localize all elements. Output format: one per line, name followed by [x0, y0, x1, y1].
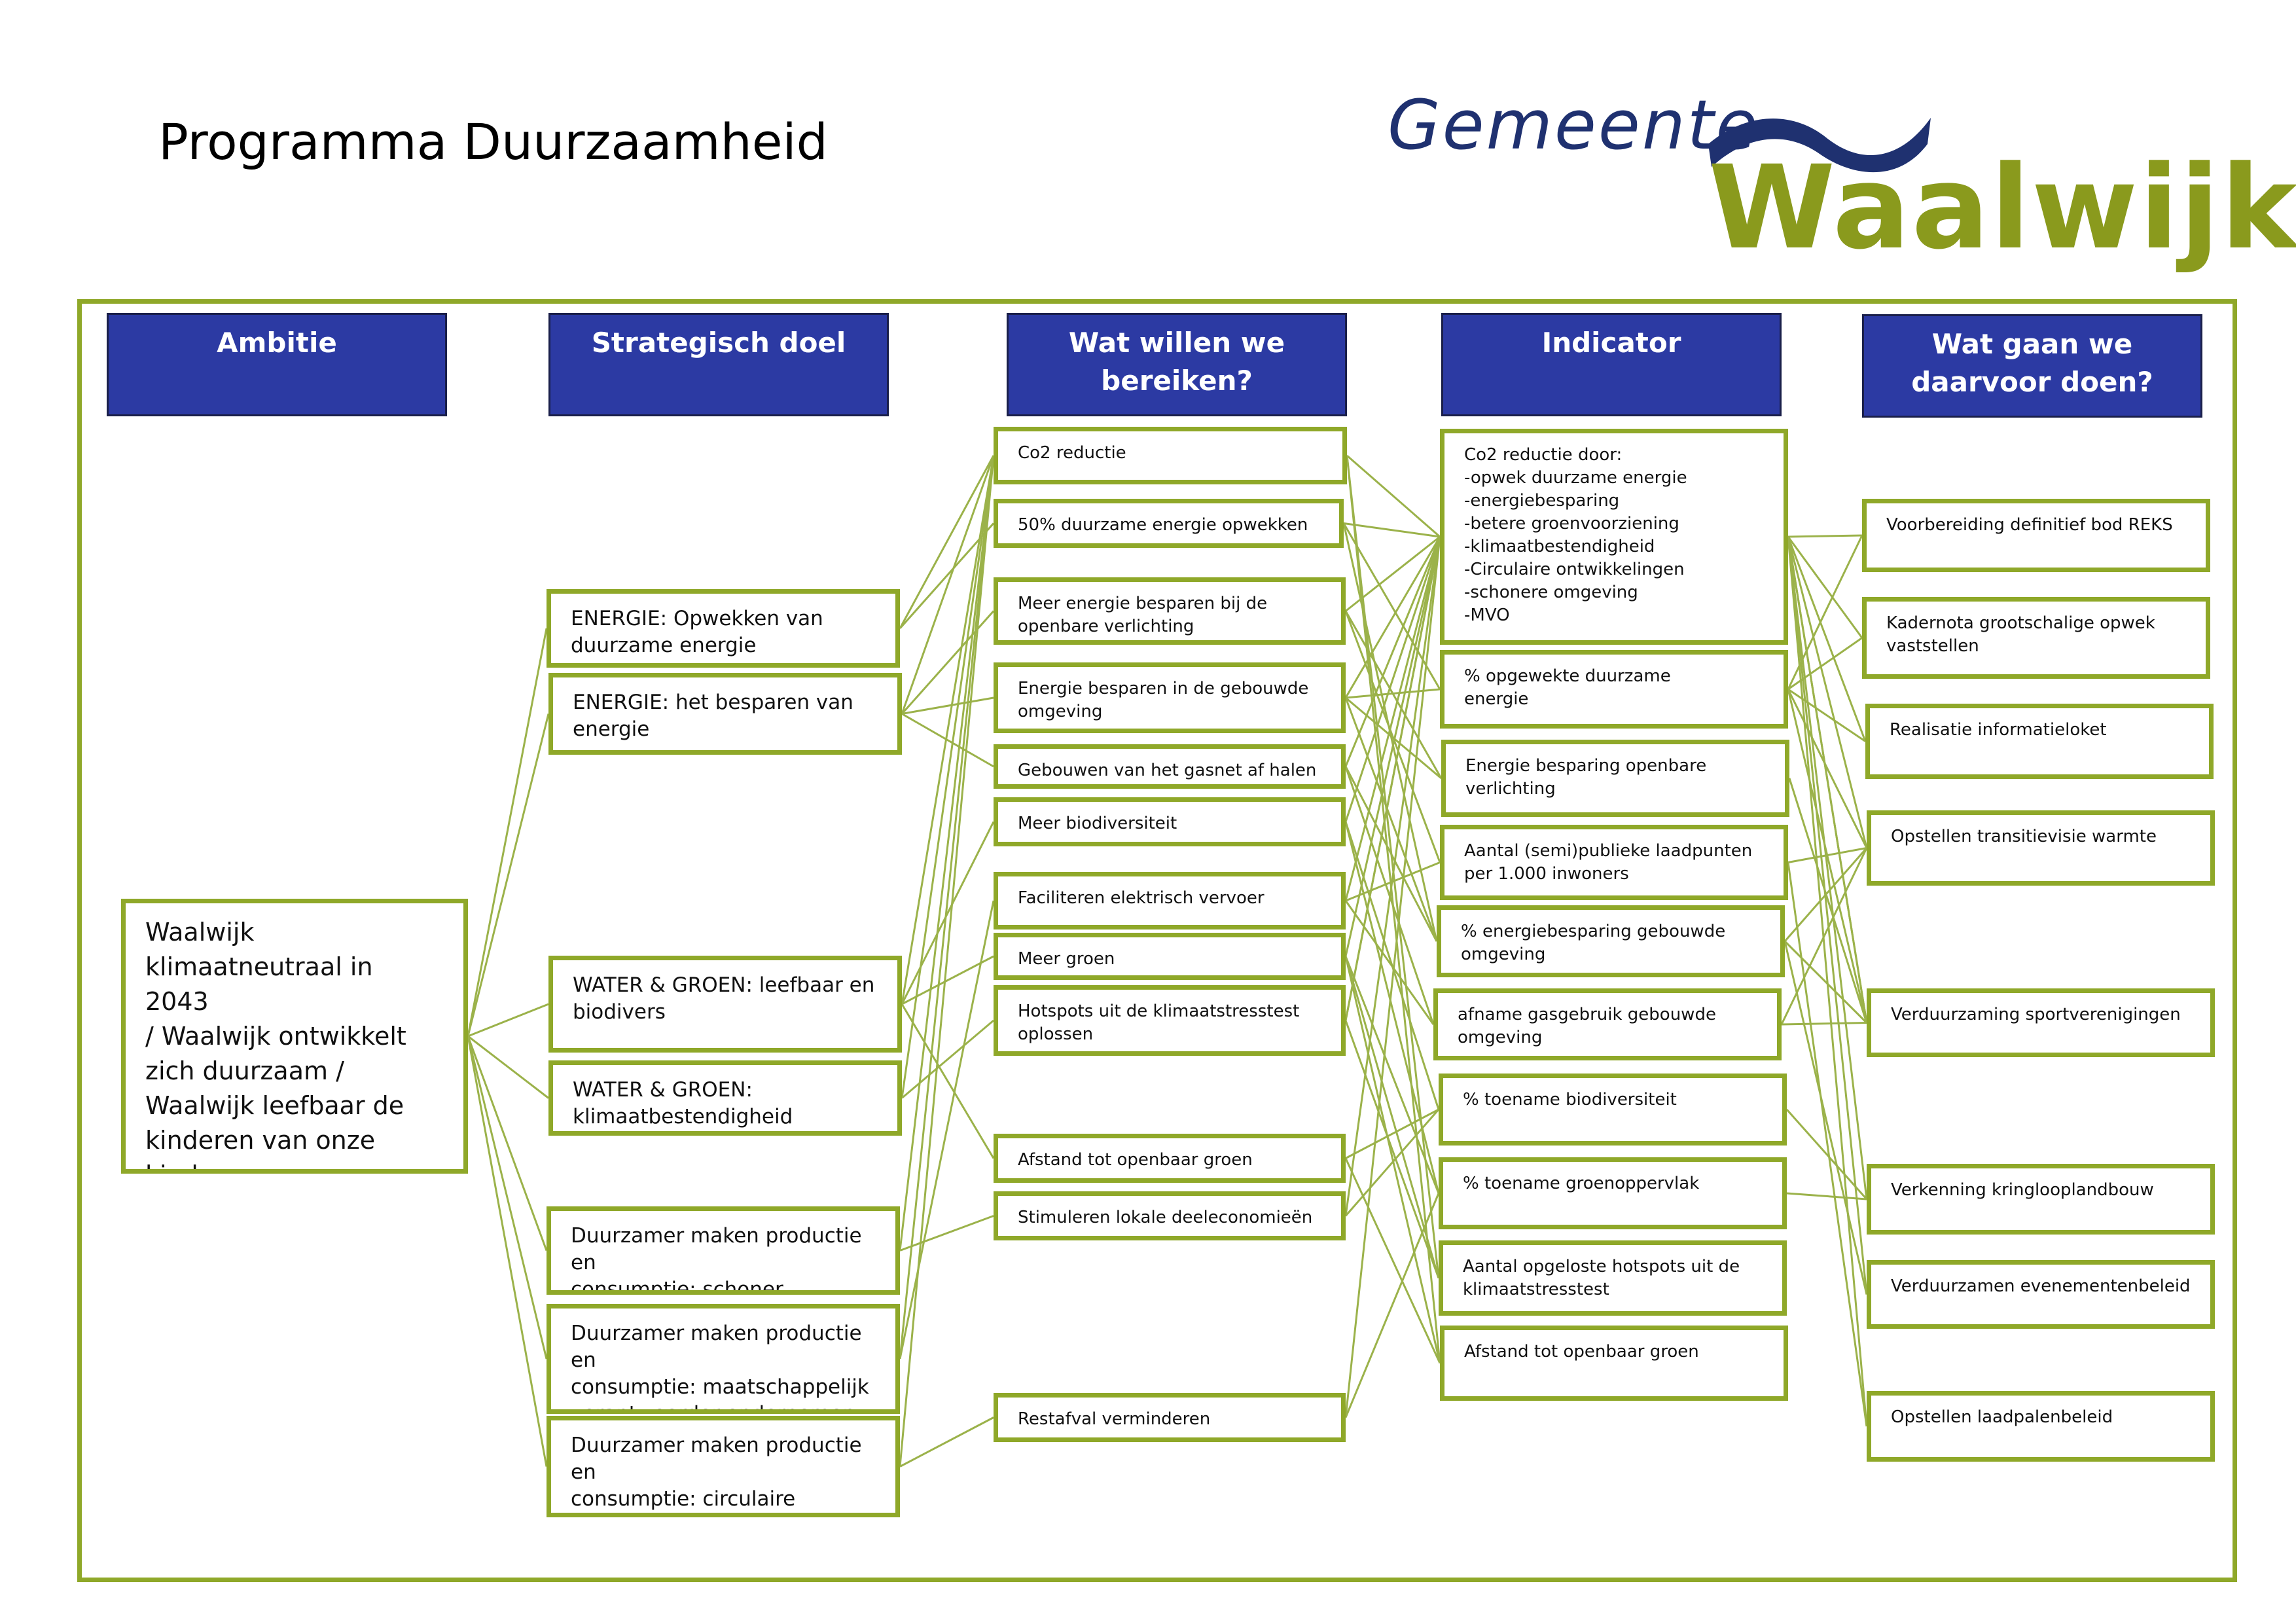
- indicatoren-box-toename-groenoppervlak: % toename groenoppervlak: [1439, 1157, 1787, 1229]
- header-strategisch-doel: Strategisch doel: [548, 313, 889, 416]
- indicatoren-box-energiebesparing-gebouwde-omgeving: % energiebesparing gebouwde omgeving: [1437, 905, 1785, 977]
- indicatoren-box-aantal-semi-publieke-laadpunten-per-1-00: Aantal (semi)publieke laadpunten per 1.0…: [1440, 825, 1788, 900]
- diagram-frame: [77, 299, 2237, 1582]
- indicatoren-box-afname-gasgebruik-gebouwde-omgeving: afname gasgebruik gebouwde omgeving: [1433, 988, 1782, 1060]
- doelen-box-duurzamer-maken-productie-en-consumptie-: Duurzamer maken productie en consumptie:…: [547, 1416, 900, 1517]
- bereiken-box-stimuleren-lokale-deeleconomieen: Stimuleren lokale deeleconomieën: [994, 1191, 1346, 1240]
- bereiken-box-gebouwen-van-het-gasnet-af-halen: Gebouwen van het gasnet af halen: [994, 744, 1346, 789]
- doen-box-verduurzamen-evenementenbeleid: Verduurzamen evenementenbeleid: [1867, 1260, 2215, 1329]
- doelen-box-water-groen-leefbaar-en-biodivers: WATER & GROEN: leefbaar en biodivers: [548, 956, 902, 1053]
- doelen-box-duurzamer-maken-productie-en-consumptie-: Duurzamer maken productie en consumptie:…: [547, 1206, 900, 1295]
- bereiken-box-meer-biodiversiteit: Meer biodiversiteit: [994, 797, 1346, 846]
- doen-box-realisatie-informatieloket: Realisatie informatieloket: [1865, 704, 2214, 779]
- indicatoren-box-aantal-opgeloste-hotspots-uit-de-klimaat: Aantal opgeloste hotspots uit de klimaat…: [1439, 1240, 1787, 1316]
- bereiken-box-faciliteren-elektrisch-vervoer: Faciliteren elektrisch vervoer: [994, 872, 1346, 929]
- doen-box-kadernota-grootschalige-opwek-vaststelle: Kadernota grootschalige opwek vaststelle…: [1862, 597, 2210, 679]
- doen-box-opstellen-laadpalenbeleid: Opstellen laadpalenbeleid: [1867, 1391, 2215, 1462]
- indicatoren-box-co2-reductie-door-opwek-duurzame-energie: Co2 reductie door: -opwek duurzame energ…: [1440, 429, 1788, 645]
- bereiken-box-restafval-verminderen: Restafval verminderen: [994, 1393, 1346, 1442]
- bereiken-box-meer-energie-besparen-bij-de-openbare-ve: Meer energie besparen bij de openbare ve…: [994, 577, 1346, 645]
- doen-box-verkenning-kringlooplandbouw: Verkenning kringlooplandbouw: [1867, 1164, 2215, 1235]
- doelen-box-duurzamer-maken-productie-en-consumptie-: Duurzamer maken productie en consumptie:…: [547, 1304, 900, 1414]
- bereiken-box-hotspots-uit-de-klimaatstresstest-oploss: Hotspots uit de klimaatstresstest oploss…: [994, 985, 1346, 1056]
- bereiken-box-50-duurzame-energie-opwekken: 50% duurzame energie opwekken: [994, 499, 1344, 548]
- header-wat-willen-we-bereiken: Wat willen we bereiken?: [1007, 313, 1347, 416]
- header-ambitie: Ambitie: [107, 313, 447, 416]
- logo-waalwijk-text: Waalwijk: [1708, 141, 2296, 275]
- doen-box-verduurzaming-sportverenigingen: Verduurzaming sportverenigingen: [1867, 988, 2215, 1057]
- indicatoren-box-energie-besparing-openbare-verlichting: Energie besparing openbare verlichting: [1441, 740, 1789, 817]
- header-label: Indicator: [1541, 327, 1681, 359]
- header-label: Wat willen we bereiken?: [1068, 327, 1285, 397]
- header-label: Strategisch doel: [591, 327, 846, 359]
- logo-wave-icon: [1708, 118, 1931, 173]
- indicatoren-box-afstand-tot-openbaar-groen: Afstand tot openbaar groen: [1440, 1326, 1788, 1401]
- header-indicator: Indicator: [1441, 313, 1782, 416]
- ambitie-box-waalwijk-klimaatneutraal-in-2043-waalwij: Waalwijk klimaatneutraal in 2043 / Waalw…: [121, 899, 468, 1174]
- header-wat-gaan-we-daarvoor-doen: Wat gaan we daarvoor doen?: [1862, 314, 2202, 418]
- bereiken-box-co2-reductie: Co2 reductie: [994, 427, 1347, 484]
- gemeente-waalwijk-logo: Gemeente Waalwijk: [1381, 79, 2296, 275]
- logo-gemeente-text: Gemeente: [1388, 85, 1760, 165]
- bereiken-box-energie-besparen-in-de-gebouwde-omgeving: Energie besparen in de gebouwde omgeving: [994, 662, 1346, 733]
- header-label: Ambitie: [217, 327, 337, 359]
- indicatoren-box-toename-biodiversiteit: % toename biodiversiteit: [1439, 1074, 1787, 1146]
- page-title: Programma Duurzaamheid: [158, 113, 828, 171]
- bereiken-box-meer-groen: Meer groen: [994, 933, 1346, 980]
- doen-box-voorbereiding-definitief-bod-reks: Voorbereiding definitief bod REKS: [1862, 499, 2210, 572]
- header-label: Wat gaan we daarvoor doen?: [1911, 328, 2153, 398]
- indicatoren-box-opgewekte-duurzame-energie: % opgewekte duurzame energie: [1440, 650, 1788, 729]
- doelen-box-energie-opwekken-van-duurzame-energie: ENERGIE: Opwekken van duurzame energie: [547, 589, 900, 668]
- doelen-box-water-groen-klimaatbestendigheid: WATER & GROEN: klimaatbestendigheid: [548, 1060, 902, 1136]
- bereiken-box-afstand-tot-openbaar-groen: Afstand tot openbaar groen: [994, 1134, 1346, 1183]
- doelen-box-energie-het-besparen-van-energie: ENERGIE: het besparen van energie: [548, 673, 902, 755]
- doen-box-opstellen-transitievisie-warmte: Opstellen transitievisie warmte: [1867, 810, 2215, 886]
